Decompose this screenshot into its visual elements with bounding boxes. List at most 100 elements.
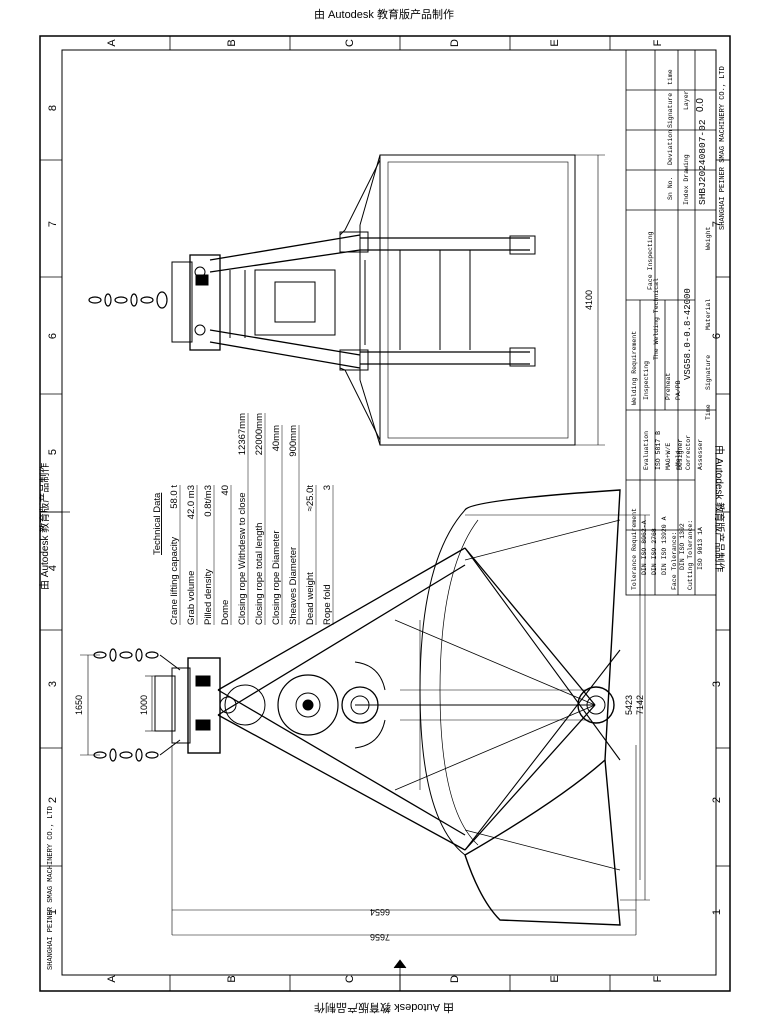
svg-text:3: 3 <box>47 681 59 687</box>
company-name-right: SHANGHAI PEINER SMAG MACHINERY CO., LTD <box>719 66 727 230</box>
svg-text:DIN ISO 13920 A: DIN ISO 13920 A <box>661 516 668 575</box>
svg-text:58.0 t: 58.0 t <box>169 485 180 509</box>
centering-marks <box>40 511 407 991</box>
svg-text:3: 3 <box>711 681 723 687</box>
svg-text:Dead weight: Dead weight <box>305 572 316 625</box>
technical-data-block: Technical Data Crane lifting capacity58.… <box>152 413 334 625</box>
svg-text:E: E <box>549 39 561 46</box>
dim-5423: 5423 <box>624 695 634 715</box>
svg-text:42.0 m3: 42.0 m3 <box>186 485 197 519</box>
dim-1000: 1000 <box>139 695 149 715</box>
svg-text:Signature: Signature <box>667 93 674 128</box>
svg-text:12367mm: 12367mm <box>237 413 248 455</box>
svg-text:6: 6 <box>47 333 59 339</box>
svg-text:7: 7 <box>47 221 59 227</box>
svg-text:Assesser: Assesser <box>697 439 704 470</box>
svg-text:D: D <box>449 39 461 47</box>
svg-text:Rope fold: Rope fold <box>322 584 333 625</box>
svg-text:Welding Requirement: Welding Requirement <box>631 331 638 405</box>
svg-text:6: 6 <box>711 333 723 339</box>
watermark-middle: 由 Autodesk 教育版产品制作 <box>38 463 51 590</box>
svg-text:Grab volume: Grab volume <box>186 571 197 625</box>
border-zone-numbers-right: 1 2 3 6 7 <box>711 221 723 915</box>
dim-7656: 7656 <box>370 932 390 942</box>
technical-data-row: Dome 40 <box>220 485 232 625</box>
svg-text:Closing rope total length: Closing rope total length <box>254 523 265 625</box>
zone-dividers <box>40 36 730 991</box>
watermark-bottom: 由 Autodesk 教育版产品制作 <box>314 1001 454 1015</box>
svg-text:DIN ISO 8062-A: DIN ISO 8062-A <box>641 520 648 575</box>
dim-1650: 1650 <box>74 695 84 715</box>
svg-text:DIN ISO 1302: DIN ISO 1302 <box>679 523 686 570</box>
dim-4100: 4100 <box>584 290 594 310</box>
svg-text:1: 1 <box>47 909 59 915</box>
svg-text:Face Inspecting: Face Inspecting <box>647 231 654 290</box>
svg-text:C: C <box>344 975 356 983</box>
svg-text:A: A <box>106 39 118 47</box>
svg-text:0.8t/m3: 0.8t/m3 <box>203 485 214 517</box>
svg-text:B: B <box>226 39 238 46</box>
svg-text:Weight: Weight <box>705 226 712 250</box>
technical-data-row: Dead weight ≈25.0t <box>305 485 317 625</box>
svg-text:Sn No.: Sn No. <box>667 177 674 200</box>
svg-text:D: D <box>449 975 461 983</box>
svg-text:A: A <box>106 975 118 983</box>
technical-data-row: Pilled density 0.8t/m3 <box>203 485 215 625</box>
svg-text:Dome: Dome <box>220 600 231 625</box>
technical-data-row: Grab volume 42.0 m3 <box>186 485 198 625</box>
svg-text:Closing rope Diameter: Closing rope Diameter <box>271 530 282 625</box>
svg-text:time: time <box>667 69 674 85</box>
svg-text:Sheaves Diameter: Sheaves Diameter <box>288 547 299 625</box>
svg-text:Index Drawing: Index Drawing <box>683 154 690 205</box>
grab-side-view <box>80 489 650 936</box>
grab-top-view <box>88 154 605 446</box>
svg-text:C: C <box>344 39 356 47</box>
svg-text:mMold: mMold <box>675 450 682 470</box>
svg-text:40: 40 <box>220 485 231 496</box>
technical-data-row: Rope fold 3 <box>322 485 334 625</box>
svg-text:40mm: 40mm <box>271 425 282 451</box>
svg-text:Crane lifting capacity: Crane lifting capacity <box>169 537 180 625</box>
svg-text:5: 5 <box>47 449 59 455</box>
svg-text:Pilled density: Pilled density <box>203 569 214 625</box>
svg-text:PA/PB: PA/PB <box>675 380 682 400</box>
svg-text:Designer: Designer <box>677 439 684 470</box>
title-block <box>625 49 717 596</box>
border-zone-numbers-left: 1 2 3 4 5 6 7 8 <box>47 105 59 915</box>
border-zone-letters-bottom: A B C D E F <box>106 975 664 983</box>
drawing-version: 0.0 <box>695 98 706 112</box>
svg-text:Face Tolerance:: Face Tolerance: <box>671 531 678 590</box>
dim-7142: 7142 <box>635 695 645 715</box>
svg-text:Signature: Signature <box>705 355 712 390</box>
svg-text:F: F <box>652 975 664 982</box>
svg-text:Layer: Layer <box>683 90 690 110</box>
svg-text:Closing rope Withdesw to close: Closing rope Withdesw to close <box>237 492 248 625</box>
svg-text:MAG+W/E: MAG+W/E <box>665 443 672 470</box>
technical-data-row: Crane lifting capacity 58.0 t <box>169 485 181 625</box>
svg-text:Evaluation: Evaluation <box>643 431 650 470</box>
svg-text:Time: Time <box>705 404 712 420</box>
title-block-text: Welding Requirement Evaluation ISO 5817 … <box>631 69 712 590</box>
svg-text:2: 2 <box>711 797 723 803</box>
svg-text:E: E <box>549 975 561 982</box>
svg-text:3: 3 <box>322 485 333 490</box>
outer-border <box>39 35 731 992</box>
svg-text:1: 1 <box>711 909 723 915</box>
technical-data-row: Sheaves Diameter 900mm <box>288 425 300 625</box>
svg-text:22000mm: 22000mm <box>254 413 265 455</box>
technical-data-row: Closing rope Diameter 40mm <box>271 425 283 625</box>
svg-text:B: B <box>226 975 238 982</box>
svg-text:Inspecting: Inspecting <box>643 361 650 400</box>
dim-6654: 6654 <box>370 907 390 917</box>
svg-text:900mm: 900mm <box>288 425 299 457</box>
svg-text:≈25.0t: ≈25.0t <box>305 485 316 512</box>
svg-text:Cutting Tolerance:: Cutting Tolerance: <box>687 520 694 590</box>
svg-text:8: 8 <box>47 105 59 111</box>
watermark-right: 由 Autodesk 教育版产品制作 <box>713 445 726 572</box>
svg-text:Material: Material <box>705 299 712 330</box>
technical-data-row: Closing rope total length 22000mm <box>254 413 266 625</box>
border-zone-letters-top: A B C D E F <box>106 39 664 47</box>
watermark-top: 由 Autodesk 教育版产品制作 <box>314 7 454 21</box>
svg-text:ISO 9013 1A: ISO 9013 1A <box>697 527 704 570</box>
